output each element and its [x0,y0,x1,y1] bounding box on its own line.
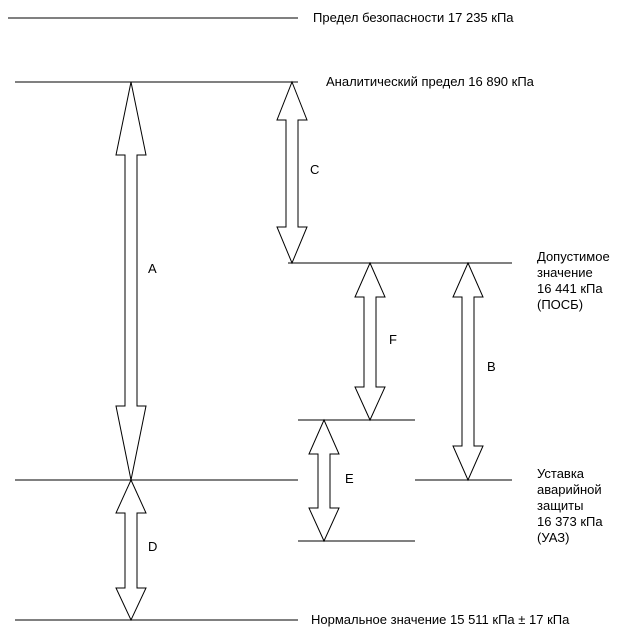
setpoint-label-line-4: 16 373 кПа [537,514,603,529]
allowable-label-line-3: 16 441 кПа [537,281,603,296]
safety-limit-label: Предел безопасности 17 235 кПа [313,10,514,25]
setpoint-label-line-5: (УАЗ) [537,530,570,545]
setpoint-label-line-3: защиты [537,498,584,513]
allowable-label-line-1: Допустимое [537,249,610,264]
arrow-f [354,261,386,422]
arrow-e-label: E [345,471,354,486]
arrow-e [308,418,340,543]
arrow-d-label: D [148,539,158,554]
setpoint-label: Уставка аварийной защиты 16 373 кПа (УАЗ… [537,466,603,546]
allowable-label-line-2: значение [537,265,593,280]
setpoint-label-line-1: Уставка [537,466,585,481]
analytical-limit-label: Аналитический предел 16 890 кПа [326,74,534,89]
arrow-f-label: F [389,332,397,347]
arrow-a-label: A [148,261,157,276]
arrow-a [115,81,147,481]
normal-value-label: Нормальное значение 15 511 кПа ± 17 кПа [311,612,570,627]
arrow-b [452,261,484,482]
arrow-b-label: B [487,359,496,374]
arrow-d [115,478,147,622]
setpoint-label-line-2: аварийной [537,482,602,497]
allowable-label-line-4: (ПОСБ) [537,297,584,312]
arrow-c-label: C [310,162,320,177]
arrow-c [276,80,308,265]
allowable-label: Допустимое значение 16 441 кПа (ПОСБ) [537,249,610,313]
